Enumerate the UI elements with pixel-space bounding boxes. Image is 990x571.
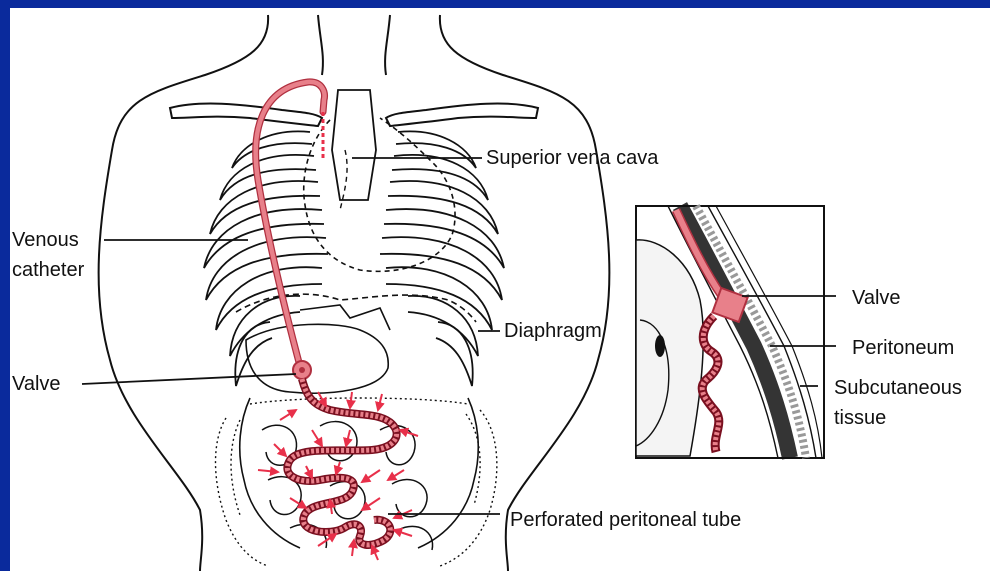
- valve-main: [293, 361, 311, 379]
- label-catheter: catheter: [12, 258, 84, 282]
- clavicles: [170, 104, 538, 126]
- label-venous: Venous: [12, 228, 79, 252]
- label-valve: Valve: [12, 372, 61, 396]
- sternum: [332, 90, 376, 200]
- heart-outline: [304, 118, 455, 271]
- inset-cross-section: [636, 206, 824, 458]
- label-peritoneum: Peritoneum: [852, 336, 954, 360]
- label-perforated-tube: Perforated peritoneal tube: [510, 508, 741, 532]
- label-tissue: tissue: [834, 406, 886, 430]
- rib-cage-left: [204, 131, 328, 386]
- label-superior-vena-cava: Superior vena cava: [486, 146, 658, 170]
- label-subcutaneous: Subcutaneous: [834, 376, 962, 400]
- label-diaphragm: Diaphragm: [504, 319, 602, 343]
- label-valve-inset: Valve: [852, 286, 901, 310]
